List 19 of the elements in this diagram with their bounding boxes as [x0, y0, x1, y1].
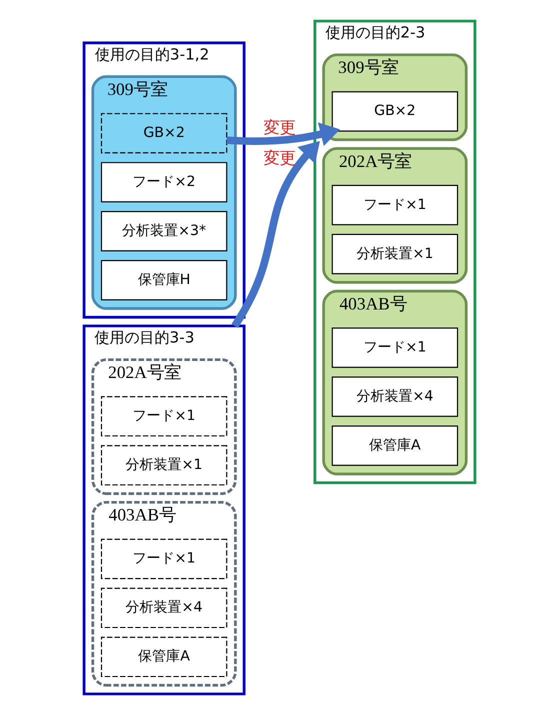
node-box: 分析装置×1	[100, 445, 227, 486]
arrow	[231, 140, 320, 328]
arrow	[226, 122, 340, 146]
node-box: 保管庫H	[100, 260, 227, 300]
node-box: 分析装置×4	[331, 376, 458, 417]
edge-label: 変更	[263, 148, 295, 168]
edge-label: 変更	[263, 118, 295, 138]
node-box: フード×1	[331, 184, 458, 226]
node-box: GB×2	[100, 113, 227, 154]
node-box: GB×2	[331, 91, 458, 132]
node-box: 分析装置×4	[100, 588, 227, 628]
node-box: 保管庫A	[100, 636, 227, 678]
node-box: 保管庫A	[331, 426, 458, 466]
node-box: 分析装置×1	[331, 234, 458, 274]
node-box: フード×1	[331, 328, 458, 368]
node-box: フード×1	[100, 396, 227, 436]
node-box: フード×2	[100, 162, 227, 202]
node-box: 分析装置×3*	[100, 211, 227, 252]
node-box: フード×1	[100, 538, 227, 580]
